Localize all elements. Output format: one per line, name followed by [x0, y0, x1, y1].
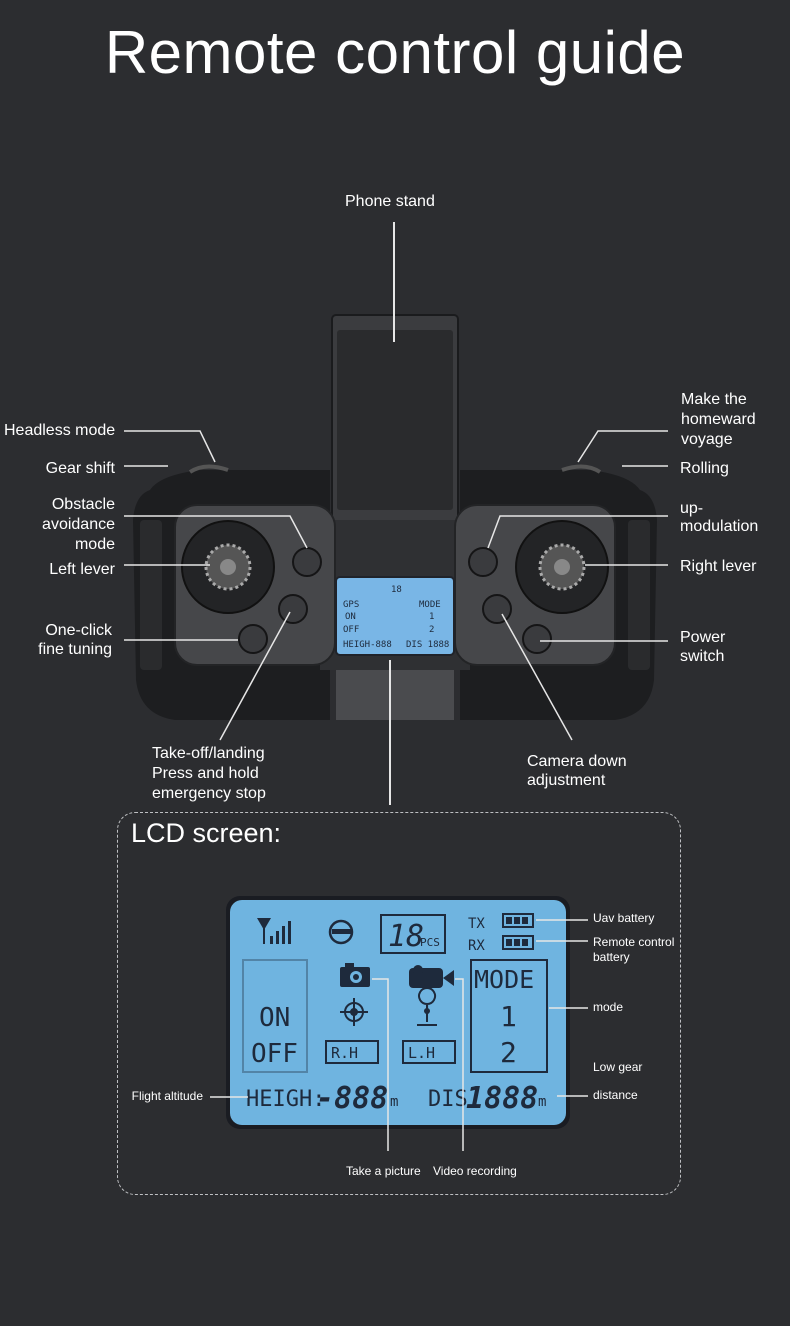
location-pin-icon — [417, 987, 437, 1026]
svg-text:DIS 1888: DIS 1888 — [406, 640, 449, 650]
phone-stand-label: Phone stand — [345, 193, 435, 210]
lcd-section-title: LCD screen: — [131, 818, 282, 848]
drone-icon — [328, 919, 354, 945]
lcd-pcs-digits: 18 — [388, 919, 424, 954]
up-modulation-label-2: modulation — [680, 518, 759, 535]
homeward-label-3: voyage — [681, 431, 733, 448]
video-recording-label: Video recording — [433, 1164, 517, 1178]
rolling-label: Rolling — [680, 460, 729, 477]
gps-target-icon — [340, 998, 368, 1026]
lcd-mode-1: 1 — [500, 1000, 517, 1033]
left-lever-label: Left lever — [49, 561, 115, 578]
camera-down-label-1: Camera down — [527, 753, 627, 770]
rc-battery-label-1: Remote control — [593, 935, 675, 949]
up-modulation-label-1: up- — [680, 500, 704, 517]
lcd-off: OFF — [251, 1039, 298, 1069]
svg-text:HEIGH-888: HEIGH-888 — [343, 640, 392, 650]
lcd-heigh: HEIGH: — [246, 1087, 325, 1112]
headless-mode-label: Headless mode — [4, 422, 116, 439]
page-title: Remote control guide — [104, 19, 686, 86]
lcd-dis-unit: m — [538, 1094, 546, 1110]
lcd-mode: MODE — [474, 965, 534, 994]
svg-text:MODE: MODE — [419, 600, 441, 610]
power-switch-label-2: switch — [680, 648, 725, 665]
obstacle-avoidance-label-3: mode — [74, 536, 115, 553]
lcd-lh: L.H — [408, 1044, 435, 1062]
svg-text:OFF: OFF — [343, 625, 359, 635]
homeward-label-1: Make the — [681, 391, 747, 408]
camera-icon — [340, 963, 370, 987]
lcd-section-frame — [117, 812, 681, 1195]
svg-text:1: 1 — [429, 612, 434, 622]
lcd-pcs-unit: PCS — [420, 936, 440, 949]
lcd-rx: RX — [468, 938, 485, 954]
obstacle-avoidance-label-2: avoidance — [42, 516, 115, 533]
lcd-dis: DIS — [428, 1087, 468, 1112]
takeoff-label-1: Take-off/landing — [152, 745, 265, 762]
video-camera-icon — [409, 965, 454, 988]
takeoff-label-3: emergency stop — [152, 785, 266, 802]
rc-battery-label-2: battery — [593, 950, 630, 964]
homeward-label-2: homeward — [681, 411, 756, 428]
flight-altitude-label: Flight altitude — [131, 1089, 203, 1103]
power-switch-label-1: Power — [680, 629, 726, 646]
takeoff-label-2: Press and hold — [152, 765, 259, 782]
phone-stand-line — [393, 222, 395, 342]
one-click-label-2: fine tuning — [38, 641, 112, 658]
uav-battery-label: Uav battery — [593, 911, 655, 925]
svg-text:2: 2 — [429, 625, 434, 635]
one-click-label-1: One-click — [45, 622, 112, 639]
signal-icon — [257, 918, 291, 944]
gear-shift-label: Gear shift — [45, 460, 115, 477]
svg-text:18: 18 — [391, 585, 402, 595]
low-gear-label: Low gear — [593, 1060, 643, 1074]
lcd-on: ON — [259, 1003, 290, 1033]
mode-label: mode — [593, 1000, 624, 1014]
obstacle-avoidance-label-1: Obstacle — [51, 496, 115, 513]
distance-label: distance — [593, 1088, 638, 1102]
svg-text:GPS: GPS — [343, 600, 359, 610]
lcd-connector-line — [389, 660, 391, 805]
lcd-heigh-value: -888 — [316, 1081, 388, 1116]
right-lever-label: Right lever — [680, 558, 757, 575]
lcd-dis-value: 1888 — [466, 1081, 538, 1116]
lcd-heigh-unit: m — [390, 1094, 398, 1110]
lcd-mode-2: 2 — [500, 1036, 517, 1069]
svg-text:ON: ON — [345, 612, 356, 622]
camera-down-label-2: adjustment — [527, 772, 606, 789]
lcd-rh: R.H — [331, 1044, 358, 1062]
take-picture-label: Take a picture — [346, 1164, 421, 1178]
lcd-tx: TX — [468, 916, 485, 932]
